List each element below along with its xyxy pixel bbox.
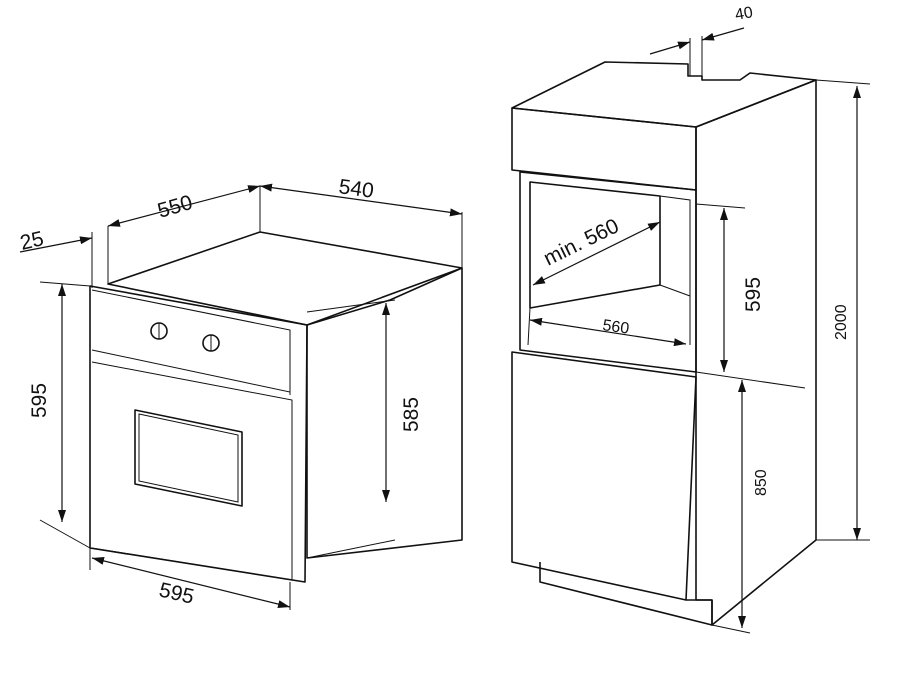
dim-total-depth-label: 550 bbox=[155, 191, 195, 223]
cabinet-top-face bbox=[511, 61, 817, 128]
oven-control-panel-line bbox=[91, 349, 291, 395]
oven-door bbox=[91, 361, 293, 581]
dim-top-offset-line-right bbox=[701, 27, 745, 41]
dim-base-height-label: 850 bbox=[753, 469, 770, 496]
oven-front-panel bbox=[89, 285, 308, 583]
dim-total-height-label: 2000 bbox=[833, 304, 850, 340]
cabinet-drawing: 40 min. 560 560 595 850 2000 bbox=[511, 4, 871, 634]
cabinet-top-front bbox=[511, 107, 697, 191]
dim-top-offset-line-left bbox=[649, 41, 691, 55]
oven-top-face bbox=[107, 231, 463, 326]
dim-body-depth-line bbox=[259, 183, 463, 217]
cabinet-ext-lines bbox=[689, 36, 871, 634]
dim-niche-height-label: 595 bbox=[742, 277, 765, 312]
oven-window bbox=[134, 409, 243, 507]
dim-top-offset-label: 40 bbox=[734, 4, 755, 24]
dim-body-depth-label: 540 bbox=[337, 175, 375, 203]
oven-drawing: 25 550 540 595 585 595 bbox=[18, 175, 463, 610]
oven-ext-lines bbox=[39, 186, 463, 610]
dim-front-height-label: 595 bbox=[28, 383, 51, 418]
dim-front-offset-label: 25 bbox=[18, 227, 46, 255]
dim-niche-width-label: 560 bbox=[601, 317, 630, 338]
dim-niche-width-line bbox=[529, 317, 687, 347]
oven-control-panel-edge bbox=[91, 289, 291, 392]
oven-window-inner bbox=[138, 413, 239, 503]
dim-niche-depth-label: min. 560 bbox=[540, 215, 622, 271]
dim-front-offset-line bbox=[19, 236, 93, 253]
oven-knob-right-icon bbox=[202, 334, 220, 352]
dim-total-depth-line bbox=[107, 185, 261, 227]
dim-body-height-label: 585 bbox=[400, 397, 423, 432]
dim-front-width-label: 595 bbox=[157, 578, 196, 608]
oven-knob-left-icon bbox=[150, 322, 168, 340]
cabinet-side-panel bbox=[695, 79, 817, 626]
oven-side-face bbox=[306, 267, 463, 559]
cabinet-niche-side bbox=[527, 195, 691, 346]
dim-front-width-line bbox=[91, 556, 291, 609]
dim-niche-depth-line bbox=[532, 221, 661, 286]
